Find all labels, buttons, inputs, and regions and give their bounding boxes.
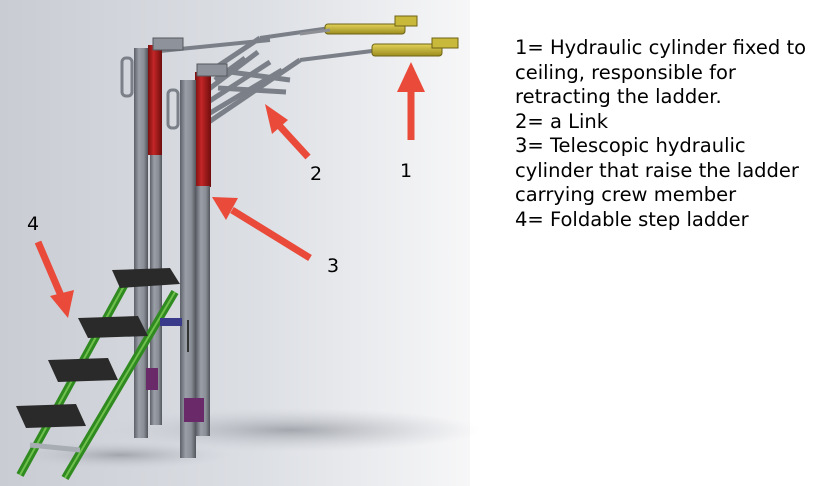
legend-line: 2= a Link: [515, 109, 609, 133]
step-ladder: [16, 268, 182, 481]
legend-line: ceiling, responsible for: [515, 60, 736, 84]
callout-2: 2: [310, 163, 322, 185]
callout-3: 3: [327, 255, 339, 277]
arrow-icon: [34, 62, 425, 318]
legend-line: 1= Hydraulic cylinder fixed to: [515, 36, 807, 59]
legend-line: 3= Telescopic hydraulic: [515, 134, 746, 157]
legend-line: cylinder that raise the ladder: [515, 158, 799, 182]
legend-line: 4= Foldable step ladder: [515, 207, 749, 231]
legend-line: carrying crew member: [515, 183, 737, 206]
legend: 1= Hydraulic cylinder fixed to ceiling, …: [515, 36, 830, 232]
callout-1: 1: [400, 160, 412, 182]
legend-line: retracting the ladder.: [515, 85, 722, 108]
ceiling-cylinders: [299, 15, 459, 57]
render-background: [0, 0, 470, 486]
front-pole: [166, 63, 228, 458]
callout-4: 4: [27, 213, 39, 235]
